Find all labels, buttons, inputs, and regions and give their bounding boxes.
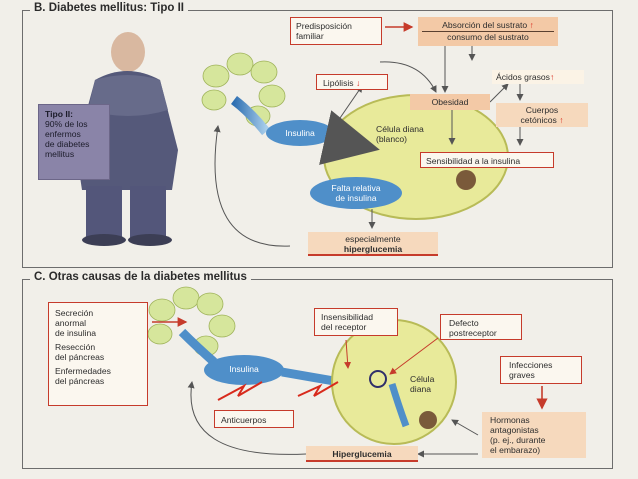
insensibilidad-receptor-box: Insensibilidad del receptor bbox=[314, 308, 398, 336]
type2-info-box: Tipo II: 90% de los enfermos de diabetes… bbox=[38, 104, 110, 180]
cuerpos-cetonicos-label: Cuerpos cetónicos ↑ bbox=[496, 103, 588, 127]
sensibilidad-box: Sensibilidad a la insulina bbox=[420, 152, 554, 168]
pancreas-illustration bbox=[201, 52, 286, 127]
infecciones-box: Infecciones graves bbox=[500, 356, 582, 384]
celula-diana-label-c: Célula diana bbox=[410, 374, 435, 394]
insulina-label-c: Insulina bbox=[229, 364, 259, 374]
section-b-title: B. Diabetes mellitus: Tipo II bbox=[30, 2, 188, 14]
section-b-frame bbox=[22, 10, 613, 268]
section-c-frame bbox=[22, 279, 613, 469]
obese-person-illustration bbox=[76, 32, 178, 246]
acidos-grasos-label: Ácidos grasos↑ bbox=[492, 70, 584, 84]
section-c-title: C. Otras causas de la diabetes mellitus bbox=[30, 271, 251, 283]
falta-insulina-label: Falta relativa de insulina bbox=[331, 183, 381, 203]
anticuerpos-box: Anticuerpos bbox=[214, 410, 294, 428]
hormonas-box: Hormonas antagonistas (p. ej., durante e… bbox=[482, 412, 586, 458]
section-b-graphics bbox=[76, 22, 524, 247]
lipolisis-box: Lipólisis ↓ bbox=[316, 74, 388, 90]
hiperglucemia-box: Hiperglucemia bbox=[306, 446, 418, 462]
absorcion-consumo-box: Absorción del sustrato ↑ consumo del sus… bbox=[418, 17, 558, 46]
section-c-graphics bbox=[147, 286, 548, 458]
celula-diana-label-b: Célula diana (blanco) bbox=[376, 124, 424, 144]
obesidad-box: Obesidad bbox=[410, 94, 490, 110]
pancreas-illustration-c bbox=[147, 286, 236, 357]
predisposicion-box: Predisposición familiar bbox=[290, 17, 382, 45]
defecto-postreceptor-box: Defecto postreceptor bbox=[440, 314, 522, 340]
insulina-label-b: Insulina bbox=[285, 128, 315, 138]
causas-pancreaticas-box: Secreción anormal de insulina Resección … bbox=[48, 302, 148, 406]
especialmente-hiperglucemia-box: especialmente hiperglucemia bbox=[308, 232, 438, 256]
